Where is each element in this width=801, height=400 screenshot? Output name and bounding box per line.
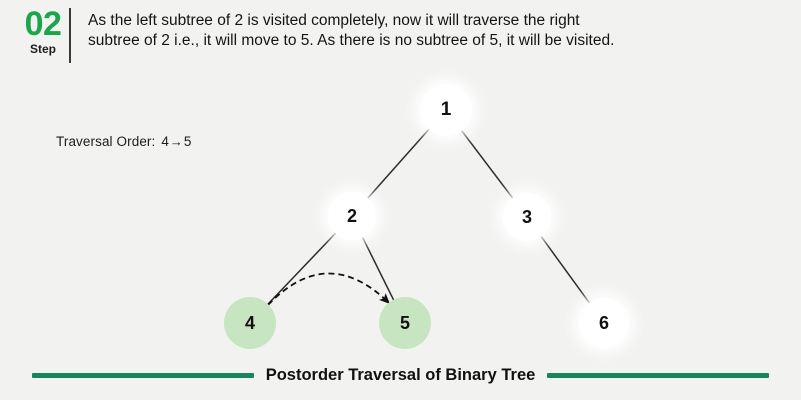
tree-node-3: 3 [503, 193, 551, 241]
traversal-order-label: Traversal Order: [56, 134, 156, 149]
traversal-order-sequence: 4 → 5 [161, 134, 191, 149]
tree-edge-3-6 [539, 235, 591, 305]
traversal-order: Traversal Order: 4 → 5 [56, 134, 191, 149]
header: 02 Step As the left subtree of 2 is visi… [0, 0, 801, 72]
tree-edge-1-3 [460, 129, 514, 200]
tree-edge-2-5 [361, 236, 395, 301]
step-number: 02 [24, 5, 62, 43]
footer-rule-right [547, 372, 770, 378]
tree-node-6: 6 [579, 298, 629, 348]
tree-node-4: 4 [224, 297, 276, 349]
footer-rule-left [31, 372, 254, 378]
move-arrow-layer [267, 272, 391, 306]
tree-edge-1-2 [366, 128, 430, 200]
arrow-right-icon: → [169, 134, 183, 149]
move-arrow-4-to-5 [267, 272, 391, 306]
tree-edge-2-4 [266, 232, 337, 306]
footer: Postorder Traversal of Binary Tree [0, 360, 801, 390]
step-description-line-2: subtree of 2 i.e., it will move to 5. As… [88, 32, 615, 49]
step-description-line-1: As the left subtree of 2 is visited comp… [88, 12, 580, 29]
step-label: Step [29, 42, 56, 56]
footer-title: Postorder Traversal of Binary Tree [265, 365, 536, 384]
step-badge: 02 Step [14, 7, 72, 56]
tree-node-2: 2 [328, 192, 376, 240]
traversal-order-value-2: 5 [183, 134, 192, 149]
traversal-order-value-1: 4 [161, 134, 169, 149]
tree-node-1: 1 [420, 84, 472, 136]
step-description: As the left subtree of 2 is visited comp… [88, 11, 614, 51]
header-divider [69, 8, 71, 63]
tree-node-5: 5 [379, 297, 431, 349]
